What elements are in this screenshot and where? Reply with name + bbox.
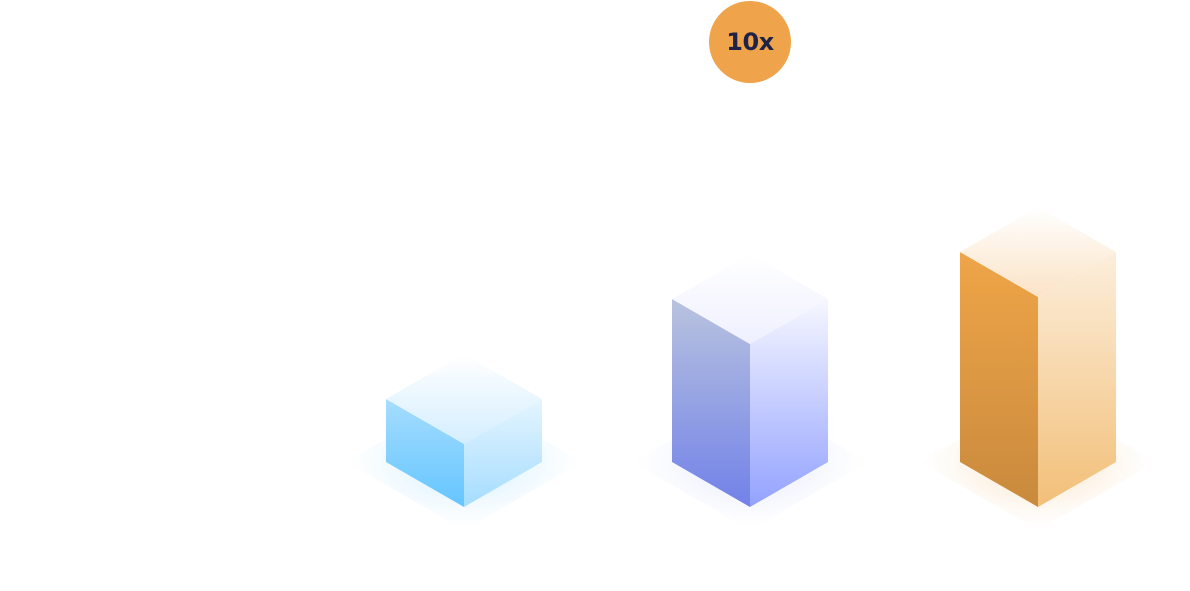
small-blue-block-left-face	[386, 399, 464, 507]
small-blue-block-top-face	[386, 354, 542, 444]
tall-orange-block-right-face	[1038, 252, 1116, 507]
small-blue-block	[346, 354, 582, 530]
tall-orange-block	[920, 207, 1156, 530]
medium-purple-block-left-face	[672, 299, 750, 507]
medium-purple-block-top-face	[672, 254, 828, 344]
small-blue-block-right-face	[464, 399, 542, 507]
medium-purple-block	[632, 254, 868, 530]
medium-purple-block-right-face	[750, 299, 828, 507]
tall-orange-block-left-face	[960, 252, 1038, 507]
multiplier-badge: 10x	[709, 1, 791, 83]
tall-orange-block-top-face	[960, 207, 1116, 297]
